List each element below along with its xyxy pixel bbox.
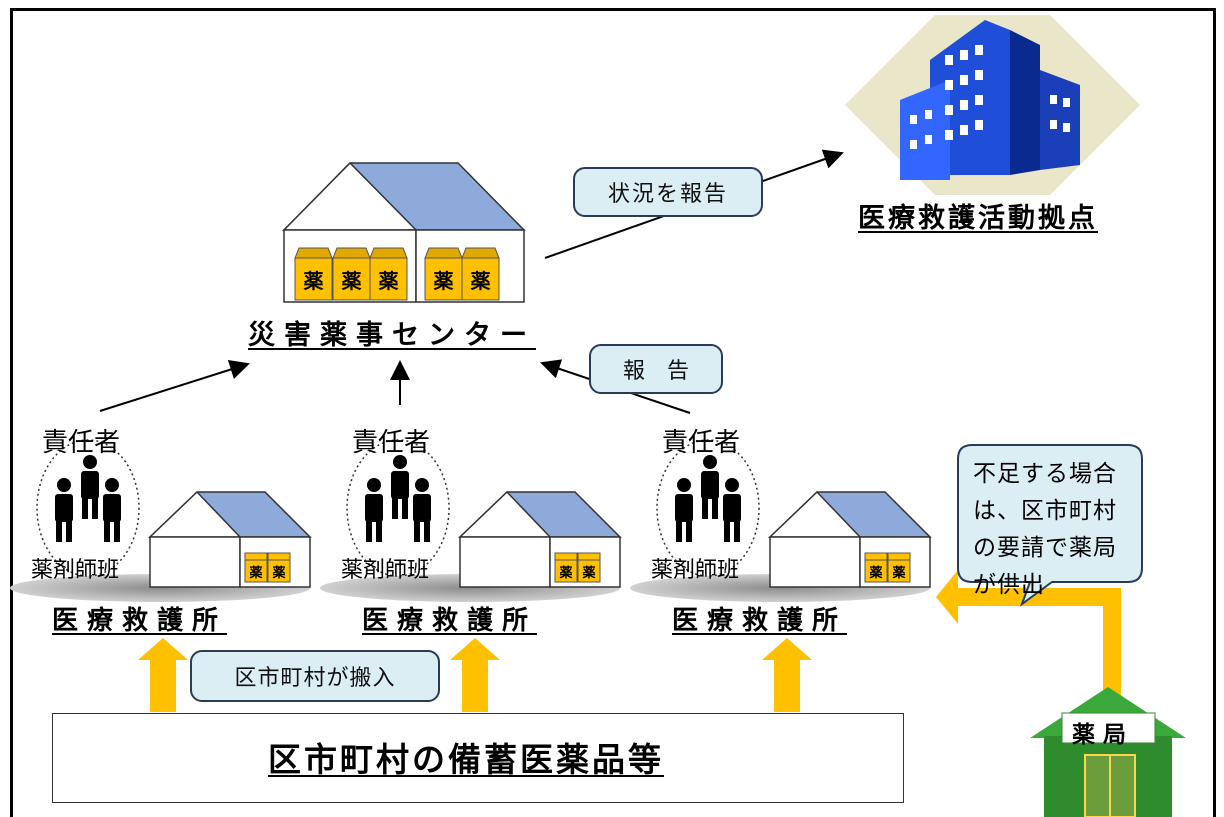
center-title: 災害薬事センター (248, 320, 536, 351)
aid-station-building-icon: 薬薬 (148, 490, 312, 588)
aid-station-name: 医療救護所 (362, 606, 538, 636)
medicine-box-icon: 薬 (244, 552, 268, 583)
aid-station-building-icon: 薬薬 (458, 490, 622, 588)
svg-text:薬: 薬 (248, 565, 263, 581)
supply-arrows (138, 638, 812, 712)
svg-text:薬: 薬 (379, 269, 399, 293)
medicine-box-icon: 薬 (424, 247, 463, 301)
shortage-bubble-text: 不足する場合は、区市町村の要請で薬局が供出 (973, 461, 1117, 598)
pharmacist-team-label: 薬剤師班 (651, 558, 740, 583)
svg-text:薬: 薬 (471, 269, 491, 293)
svg-text:薬: 薬 (558, 565, 573, 581)
aid-station-building-icon: 薬薬 (768, 490, 932, 588)
medicine-box-icon: 薬 (461, 247, 500, 301)
report-arrow-left (99, 359, 250, 412)
stockpile-label: 区市町村の備蓄医薬品等 (268, 740, 664, 779)
pharmacist-people-icon (55, 455, 121, 542)
municipal-carry-bubble: 区市町村が搬入 (190, 650, 440, 702)
report-bubble: 報 告 (589, 344, 723, 394)
responsible-label: 責任者 (662, 428, 741, 458)
medicine-box-icon: 薬 (267, 552, 291, 583)
medicine-box-icon: 薬 (887, 552, 911, 583)
hq-building-icon (845, 15, 1140, 195)
team-group-outline (346, 439, 450, 577)
pharmacist-team-label: 薬剤師班 (31, 558, 120, 583)
stockpile-box (52, 713, 904, 803)
team-group-outline (656, 439, 760, 577)
hq-title: 医療救護活動拠点 (858, 203, 1098, 234)
svg-text:薬: 薬 (342, 269, 362, 293)
responsible-label: 責任者 (352, 428, 431, 458)
svg-text:薬: 薬 (304, 269, 324, 293)
aid-station-2: 薬薬 (320, 439, 622, 602)
svg-text:薬: 薬 (891, 565, 906, 581)
svg-text:薬: 薬 (271, 565, 286, 581)
medicine-box-icon: 薬 (369, 247, 408, 301)
responsible-label: 責任者 (42, 428, 121, 458)
svg-text:薬: 薬 (581, 565, 596, 581)
diagram-frame (10, 8, 1216, 817)
medicine-box-icon: 薬 (577, 552, 601, 583)
svg-text:薬: 薬 (434, 269, 454, 293)
aid-station-3: 薬薬 (630, 439, 932, 602)
aid-station-1: 薬薬 (10, 439, 312, 602)
medicine-box-icon: 薬 (294, 247, 333, 301)
pharmacist-people-icon (365, 455, 431, 542)
medicine-box-icon: 薬 (332, 247, 371, 301)
aid-station-name: 医療救護所 (672, 606, 848, 636)
pharmacist-people-icon (675, 455, 741, 542)
pharmacy-icon (1030, 687, 1186, 817)
medicine-box-icon: 薬 (864, 552, 888, 583)
aid-station-name: 医療救護所 (52, 606, 228, 636)
report-status-bubble: 状況を報告 (573, 167, 763, 217)
pharmacist-team-label: 薬剤師班 (341, 558, 430, 583)
pharmacy-supply-arrow (936, 570, 1121, 703)
medicine-box-icon: 薬 (554, 552, 578, 583)
svg-text:薬: 薬 (868, 565, 883, 581)
pharmacy-label: 薬局 (1072, 722, 1134, 748)
team-group-outline (36, 439, 140, 577)
